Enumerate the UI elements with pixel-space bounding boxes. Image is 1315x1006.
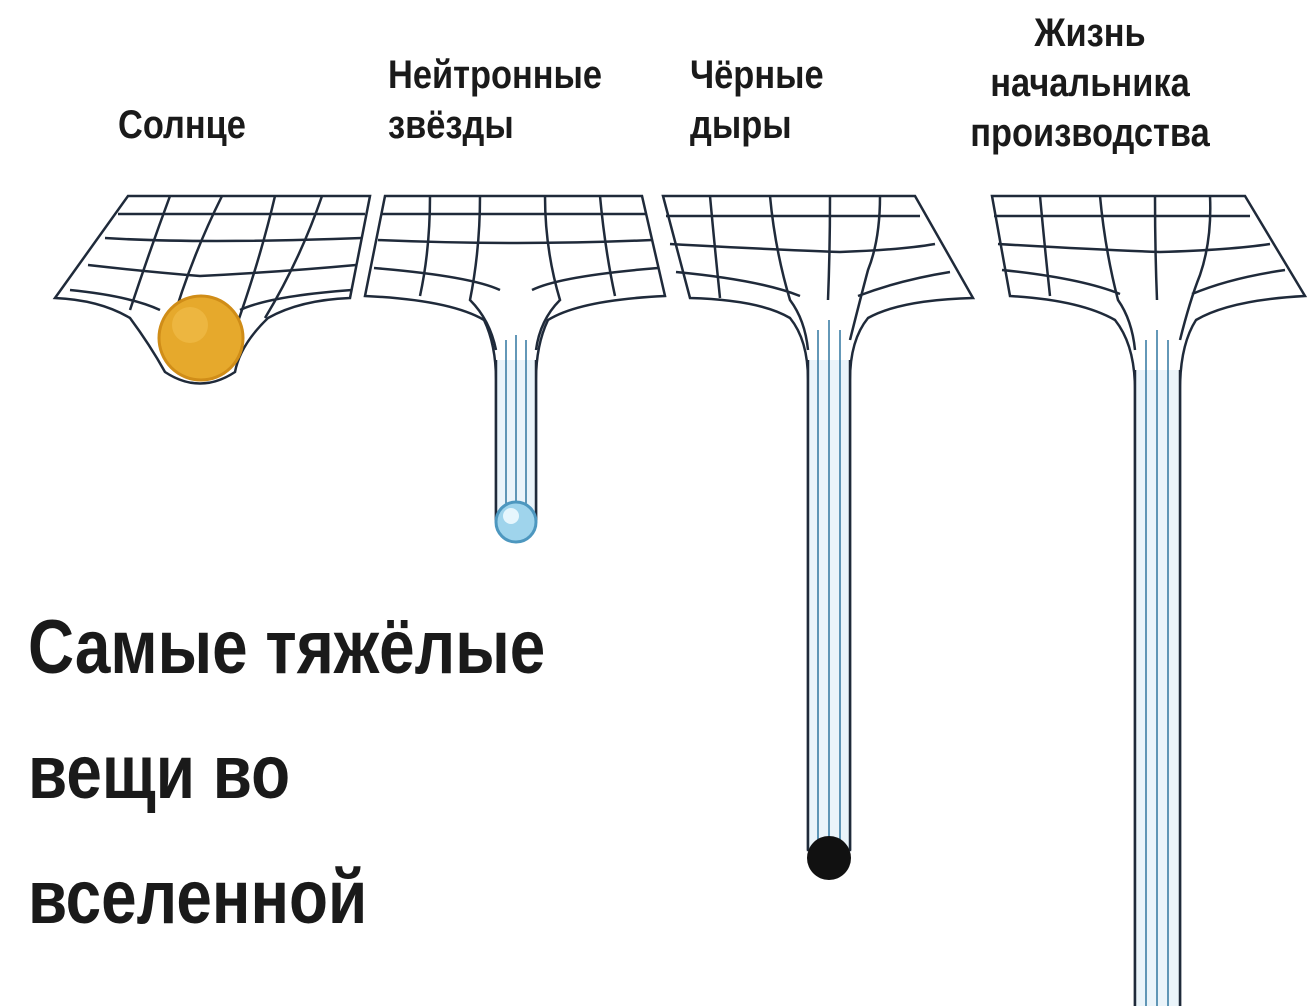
label-neutron-stars: Нейтронные звёзды: [388, 53, 603, 147]
label-black-holes: Чёрные дыры: [690, 53, 824, 147]
label-boss-life: Жизнь начальника производства: [970, 11, 1210, 155]
boss-life-well: [990, 194, 1308, 1006]
sun-well: [52, 194, 372, 385]
label-sun: Солнце: [118, 103, 246, 147]
neutron-star-well: [363, 194, 667, 522]
black-hole-ball: [807, 836, 851, 880]
headline: Самые тяжёлые вещи во вселенной: [28, 605, 546, 940]
sun-well-surface: [52, 194, 372, 385]
black-hole-well: [661, 194, 976, 852]
